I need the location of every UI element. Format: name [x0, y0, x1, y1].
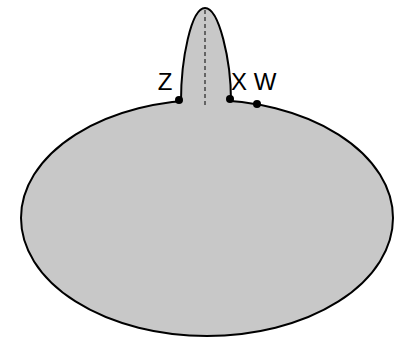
point-dot	[253, 100, 261, 108]
axis-dashed-line	[205, 10, 206, 108]
point-dot	[175, 96, 183, 104]
point-label: W	[254, 70, 277, 94]
protrusion-fill	[181, 8, 231, 112]
body-ellipse	[21, 100, 393, 336]
point-dot	[226, 95, 234, 103]
protrusion-outline	[181, 8, 231, 101]
point-label: X	[231, 70, 247, 94]
point-label: Z	[158, 70, 173, 94]
